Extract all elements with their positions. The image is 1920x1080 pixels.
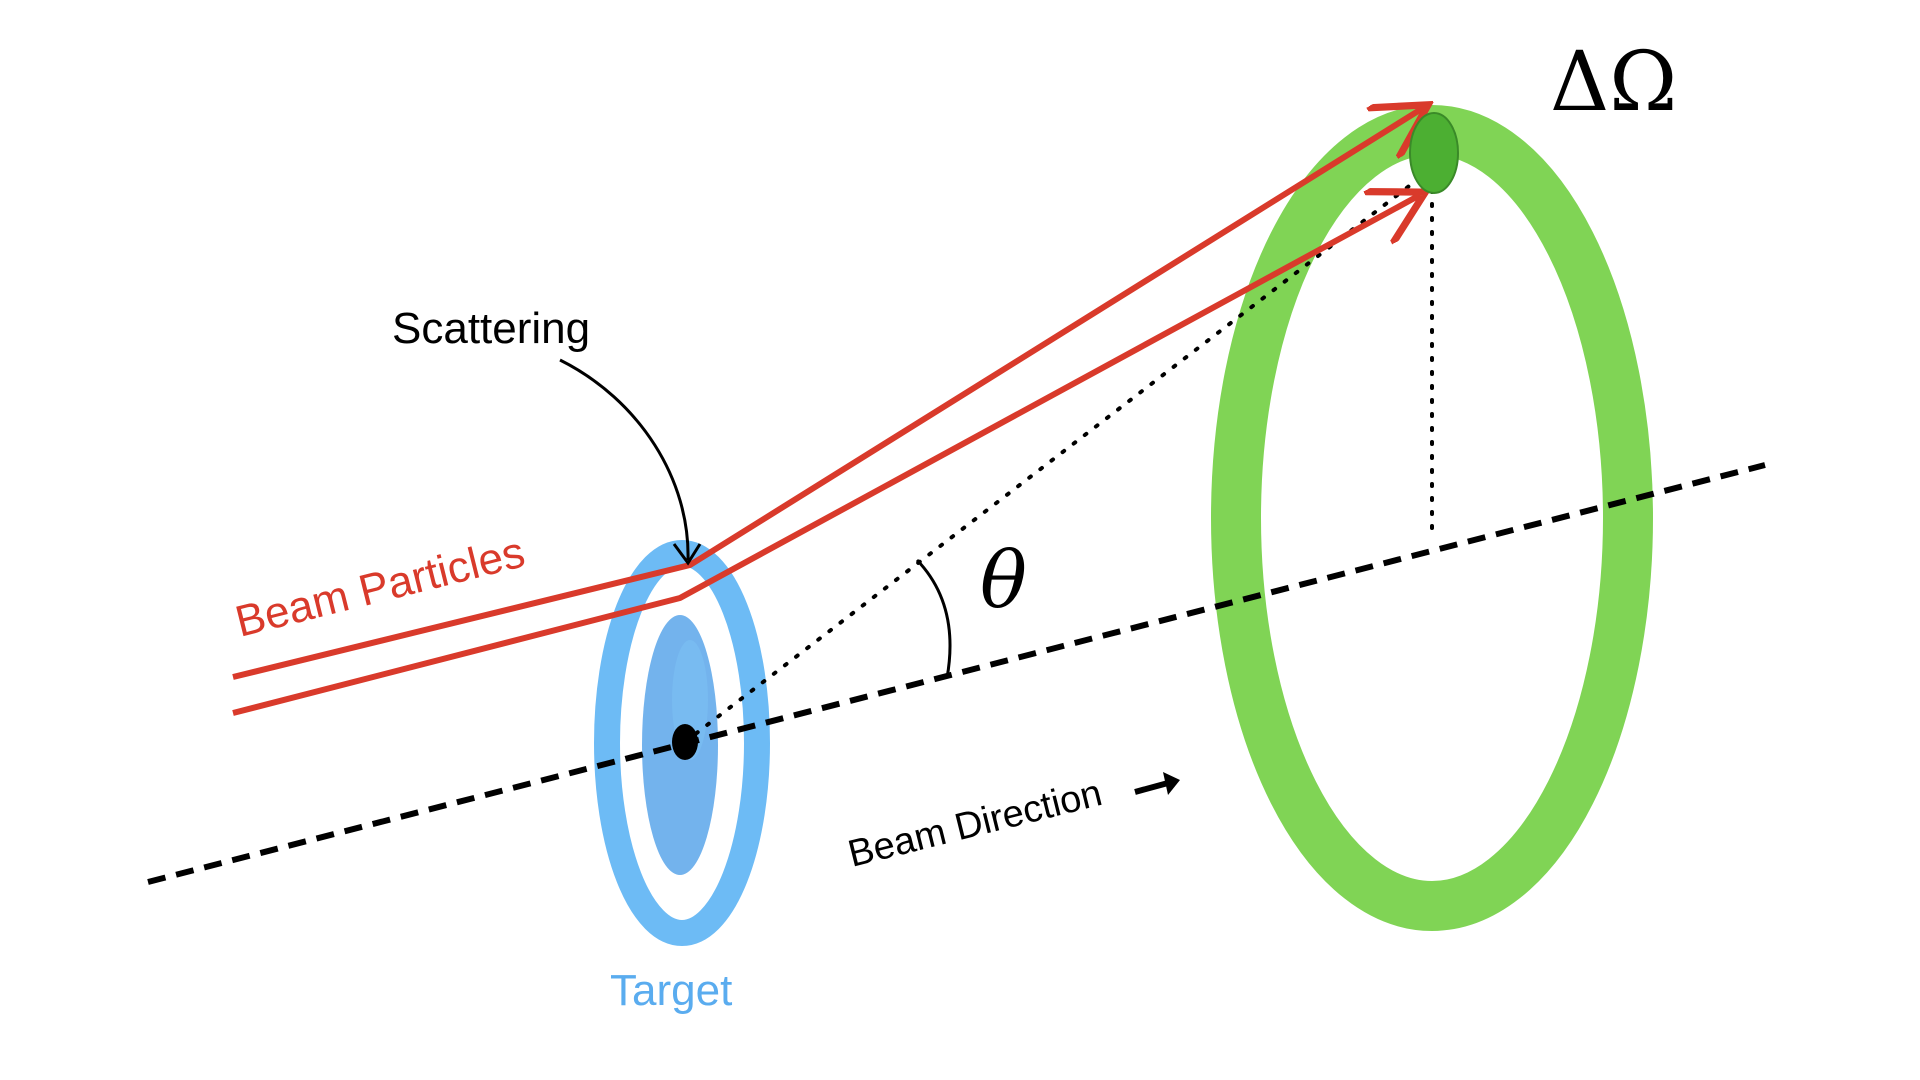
angle-arc [915,558,952,679]
target-label: Target [610,966,732,1015]
beam-particle-upper [232,108,1423,680]
beam-particles [232,108,1423,716]
scattering-label: Scattering [392,304,590,353]
scattering-pointer [559,358,690,561]
detector-spot [1409,112,1459,194]
beam-direction-arrow [1134,780,1169,795]
beam-particle-lower [232,195,1420,716]
scattering-pointer-head [672,543,702,566]
beam-axis [147,462,1766,885]
beam-direction-arrowhead [1163,772,1180,795]
scatter-direction-line [683,168,1432,744]
beam-direction-label: Beam Direction [844,772,1106,876]
solid-angle-label: ΔΩ [1550,35,1677,130]
target-center-dot [672,724,698,760]
angle-label: θ [980,536,1027,626]
beam-particles-label: Beam Particles [231,528,530,647]
